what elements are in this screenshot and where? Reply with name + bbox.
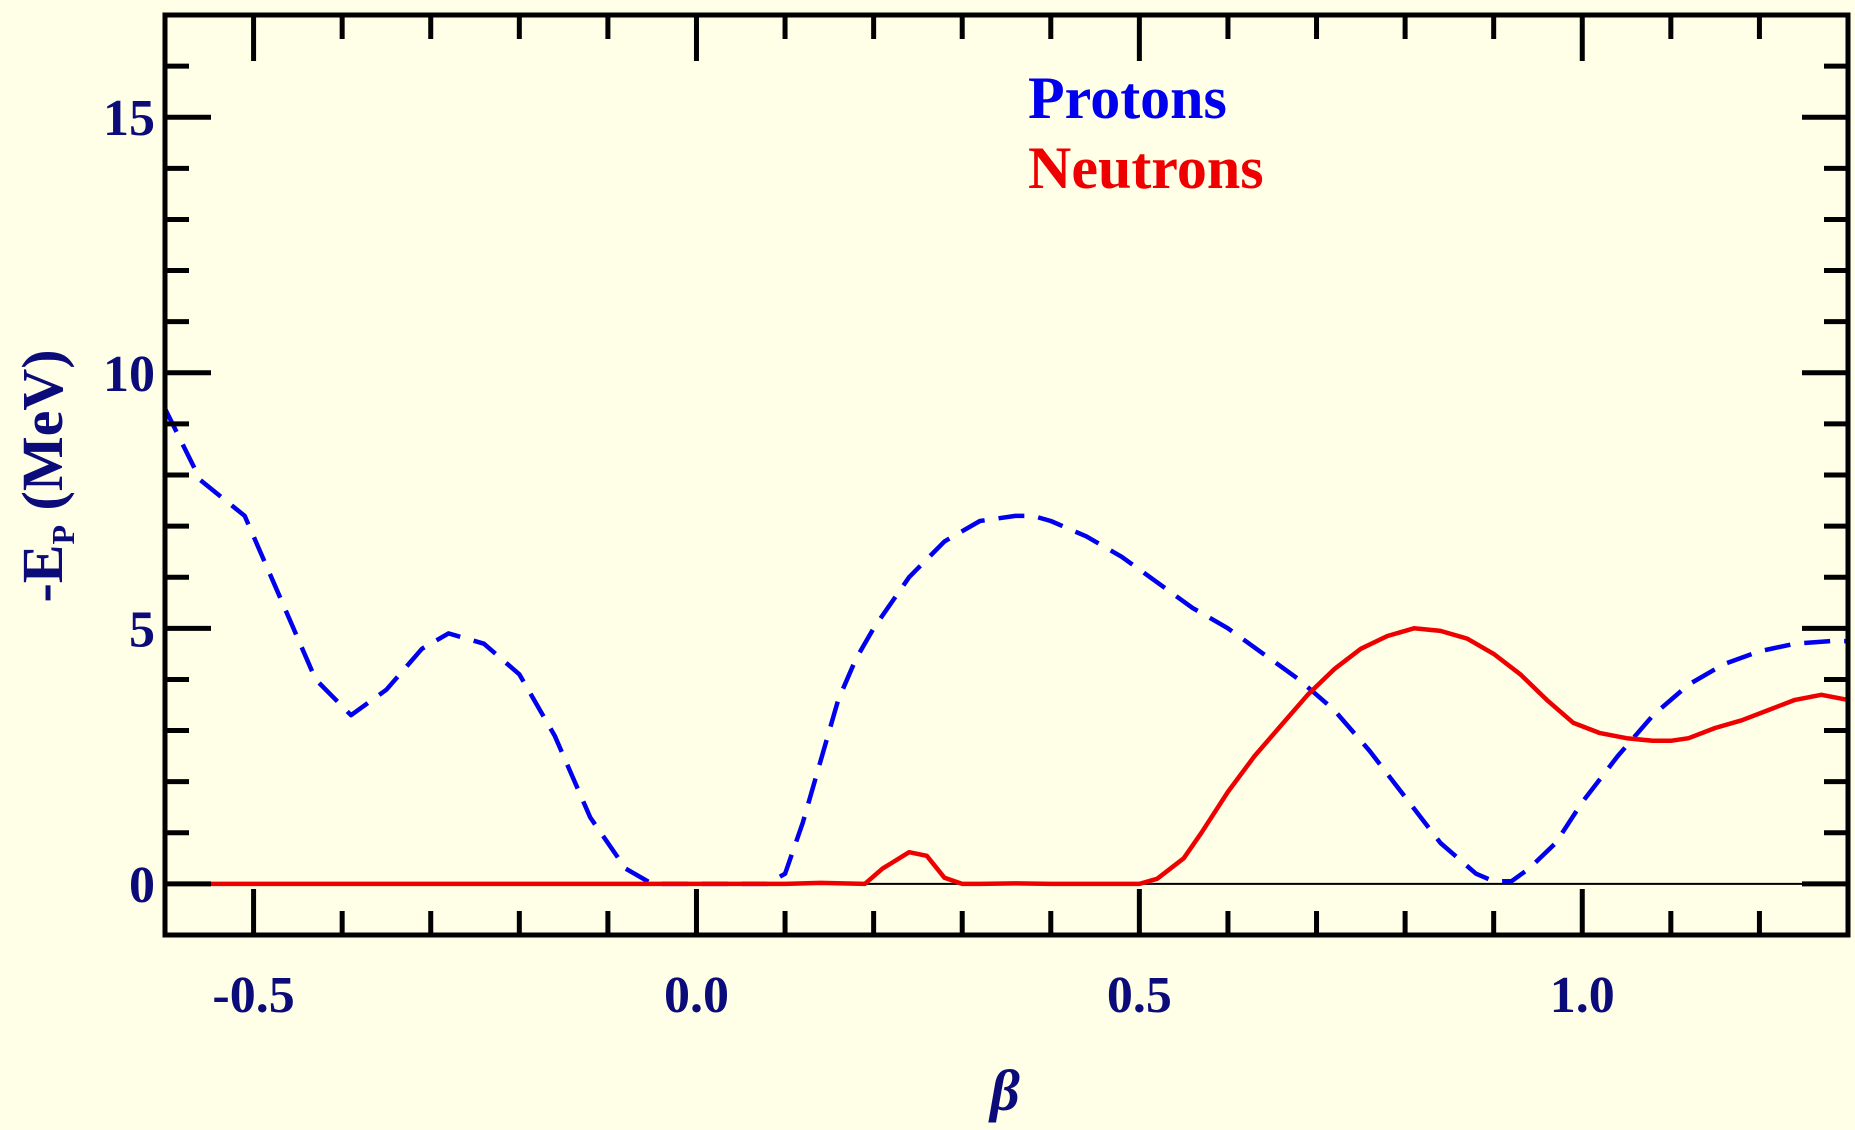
y-axis-title-tail: (MeV)	[10, 349, 75, 525]
y-tick-label: 5	[129, 601, 155, 658]
x-tick-label: 0.0	[664, 967, 729, 1024]
tick-layer	[165, 12, 1851, 938]
y-tick-label: 15	[103, 90, 155, 147]
x-tick-label: -0.5	[212, 967, 294, 1024]
y-tick-label: 10	[103, 346, 155, 403]
x-tick-label: 0.5	[1107, 967, 1172, 1024]
series-line-protons	[162, 407, 1848, 887]
legend-neutrons: Neutrons	[1028, 135, 1264, 201]
y-axis-title-main: -E	[10, 545, 75, 603]
y-tick-label: 0	[129, 857, 155, 914]
x-tick-label: 1.0	[1550, 967, 1615, 1024]
tick-label-layer: -0.5 0.0 0.5 1.0 0 5 10 15	[103, 90, 1615, 1024]
y-axis-title-subscript: P	[45, 525, 81, 545]
legend-protons: Protons	[1028, 65, 1227, 131]
series-line-neutrons	[200, 626, 1849, 887]
y-axis-title: -EP (MeV)	[10, 349, 81, 602]
x-axis-title: β	[988, 1058, 1020, 1123]
series-layer	[162, 407, 1849, 887]
